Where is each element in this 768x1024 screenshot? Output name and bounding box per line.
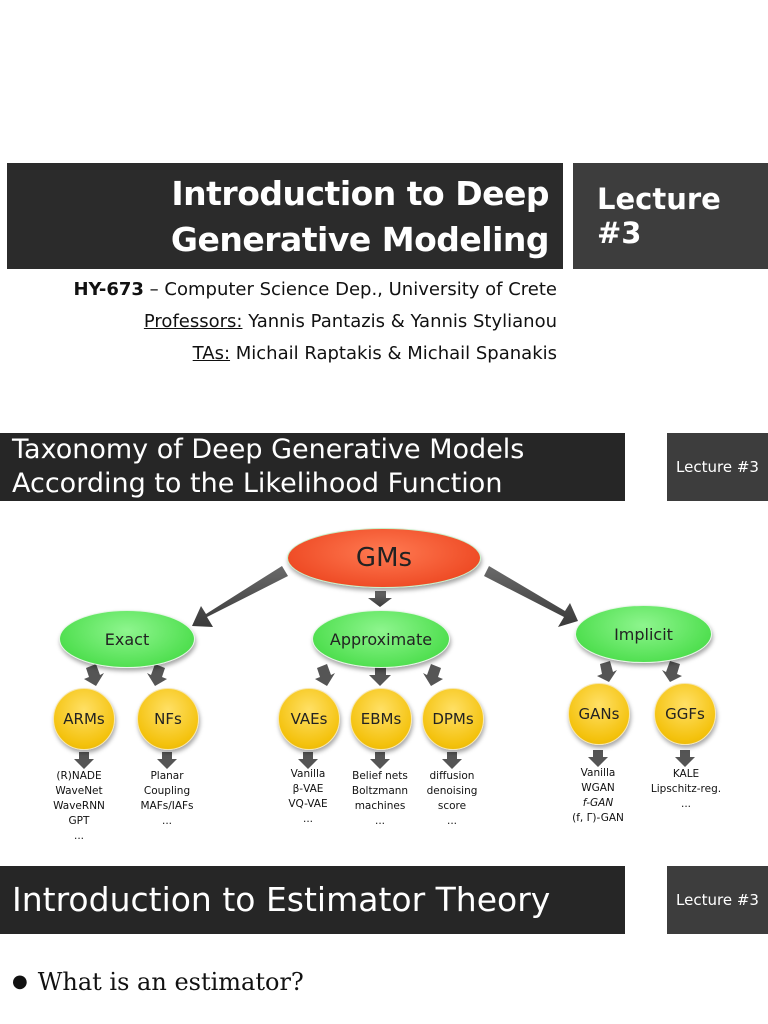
list-item: Coupling — [143, 785, 191, 797]
professors-names: Yannis Pantazis & Yannis Stylianou — [242, 311, 557, 332]
list-item: WGAN — [581, 782, 615, 794]
professors-label: Professors: — [143, 311, 243, 332]
list-item: denoising — [426, 785, 478, 797]
node-approximate: Approximate — [312, 610, 450, 668]
list-item: Vanilla — [580, 767, 616, 779]
arrow-exact-to-arms — [84, 664, 104, 686]
tas-label: TAs: — [192, 343, 231, 364]
node-gms: GMs — [287, 528, 481, 588]
node-ebms: EBMs — [350, 688, 412, 750]
arrow-gms-to-implicit — [484, 566, 578, 627]
arrow-ebms-to-list — [370, 752, 390, 769]
list-item: ... — [446, 815, 457, 827]
list-ebms: Belief nets Boltzmann machines ... — [325, 769, 435, 829]
list-nfs: Planar Coupling MAFs/IAFs ... — [112, 769, 222, 829]
list-item: ... — [161, 815, 172, 827]
node-nfs: NFs — [137, 688, 199, 750]
slide3-title-banner: Introduction to Estimator Theory — [0, 866, 625, 934]
node-vaes: VAEs — [278, 688, 340, 750]
tas-names: Michail Raptakis & Michail Spanakis — [230, 343, 557, 364]
list-item: Planar — [150, 770, 184, 782]
arrow-approx-to-vaes — [315, 664, 335, 686]
node-gans: GANs — [568, 683, 630, 745]
node-dpms: DPMs — [422, 688, 484, 750]
list-item: Belief nets — [352, 770, 408, 782]
bullet-dot: ● — [12, 971, 28, 992]
list-vaes: Vanilla β-VAE VQ-VAE ... — [253, 767, 363, 827]
list-item: ... — [302, 813, 313, 825]
slide1-title-line1: Introduction to Deep — [171, 174, 549, 213]
arrow-gans-to-list — [588, 750, 608, 767]
slide2-title-line1: Taxonomy of Deep Generative Models — [12, 434, 525, 465]
list-item: diffusion — [429, 770, 475, 782]
list-arms: (R)NADE WaveNet WaveRNN GPT ... — [24, 769, 134, 844]
arrow-approx-to-dpms — [423, 664, 443, 686]
arrow-ggfs-to-list — [675, 750, 695, 767]
list-item: VQ-VAE — [288, 798, 328, 810]
list-item: Vanilla — [290, 768, 326, 780]
list-item: (R)NADE — [56, 770, 102, 782]
slide2-lecture-badge: Lecture #3 — [667, 433, 768, 501]
slide1-title-line2: Generative Modeling — [170, 220, 550, 259]
tas-line: TAs: Michail Raptakis & Michail Spanakis — [193, 343, 557, 364]
arrow-exact-to-nfs — [147, 664, 167, 686]
list-item: f-GAN — [582, 797, 614, 809]
list-item: machines — [354, 800, 406, 812]
arrow-nfs-to-list — [157, 752, 177, 769]
estimator-question-text: What is an estimator? — [37, 968, 304, 996]
list-item: KALE — [672, 768, 700, 780]
list-item: β-VAE — [292, 783, 324, 795]
list-item: GPT — [68, 815, 90, 827]
list-item: WaveRNN — [53, 800, 105, 812]
arrow-vaes-to-list — [298, 752, 318, 769]
professors-line: Professors: Yannis Pantazis & Yannis Sty… — [144, 311, 557, 332]
node-ggfs: GGFs — [654, 683, 716, 745]
list-item: (f, Γ)-GAN — [572, 812, 624, 824]
arrow-gms-to-exact — [192, 566, 288, 627]
slide1-title-banner: Introduction to Deep Generative Modeling — [7, 163, 563, 269]
list-item: ... — [374, 815, 385, 827]
arrow-approx-to-ebms — [369, 666, 391, 686]
list-gans: Vanilla WGAN f-GAN (f, Γ)-GAN — [543, 766, 653, 826]
slide2-title-line2: According to the Likelihood Function — [12, 468, 503, 499]
list-ggfs: KALE Lipschitz-reg. ... — [631, 767, 741, 812]
slide2-title-banner: Taxonomy of Deep Generative Models Accor… — [0, 433, 625, 501]
list-item: Lipschitz-reg. — [650, 783, 722, 795]
arrow-arms-to-list — [74, 752, 94, 769]
node-arms: ARMs — [53, 688, 115, 750]
arrow-implicit-to-ggfs — [662, 661, 682, 682]
node-implicit: Implicit — [575, 605, 712, 663]
list-item: MAFs/IAFs — [140, 800, 194, 812]
arrow-implicit-to-gans — [597, 661, 617, 682]
slide3-lecture-badge: Lecture #3 — [667, 866, 768, 934]
list-item: WaveNet — [55, 785, 103, 797]
list-dpms: diffusion denoising score ... — [397, 769, 507, 829]
list-item: ... — [680, 798, 691, 810]
list-item: ... — [73, 830, 84, 842]
course-department: – Computer Science Dep., University of C… — [143, 279, 557, 300]
node-exact: Exact — [59, 610, 195, 668]
arrow-dpms-to-list — [442, 752, 462, 769]
list-item: score — [437, 800, 467, 812]
arrow-gms-to-approximate — [368, 591, 392, 607]
course-info-line: HY-673 – Computer Science Dep., Universi… — [73, 279, 557, 300]
list-item: Boltzmann — [351, 785, 409, 797]
course-code: HY-673 — [73, 279, 144, 300]
estimator-question: ● What is an estimator? — [12, 968, 304, 996]
slide1-lecture-badge: Lecture #3 — [573, 163, 768, 269]
